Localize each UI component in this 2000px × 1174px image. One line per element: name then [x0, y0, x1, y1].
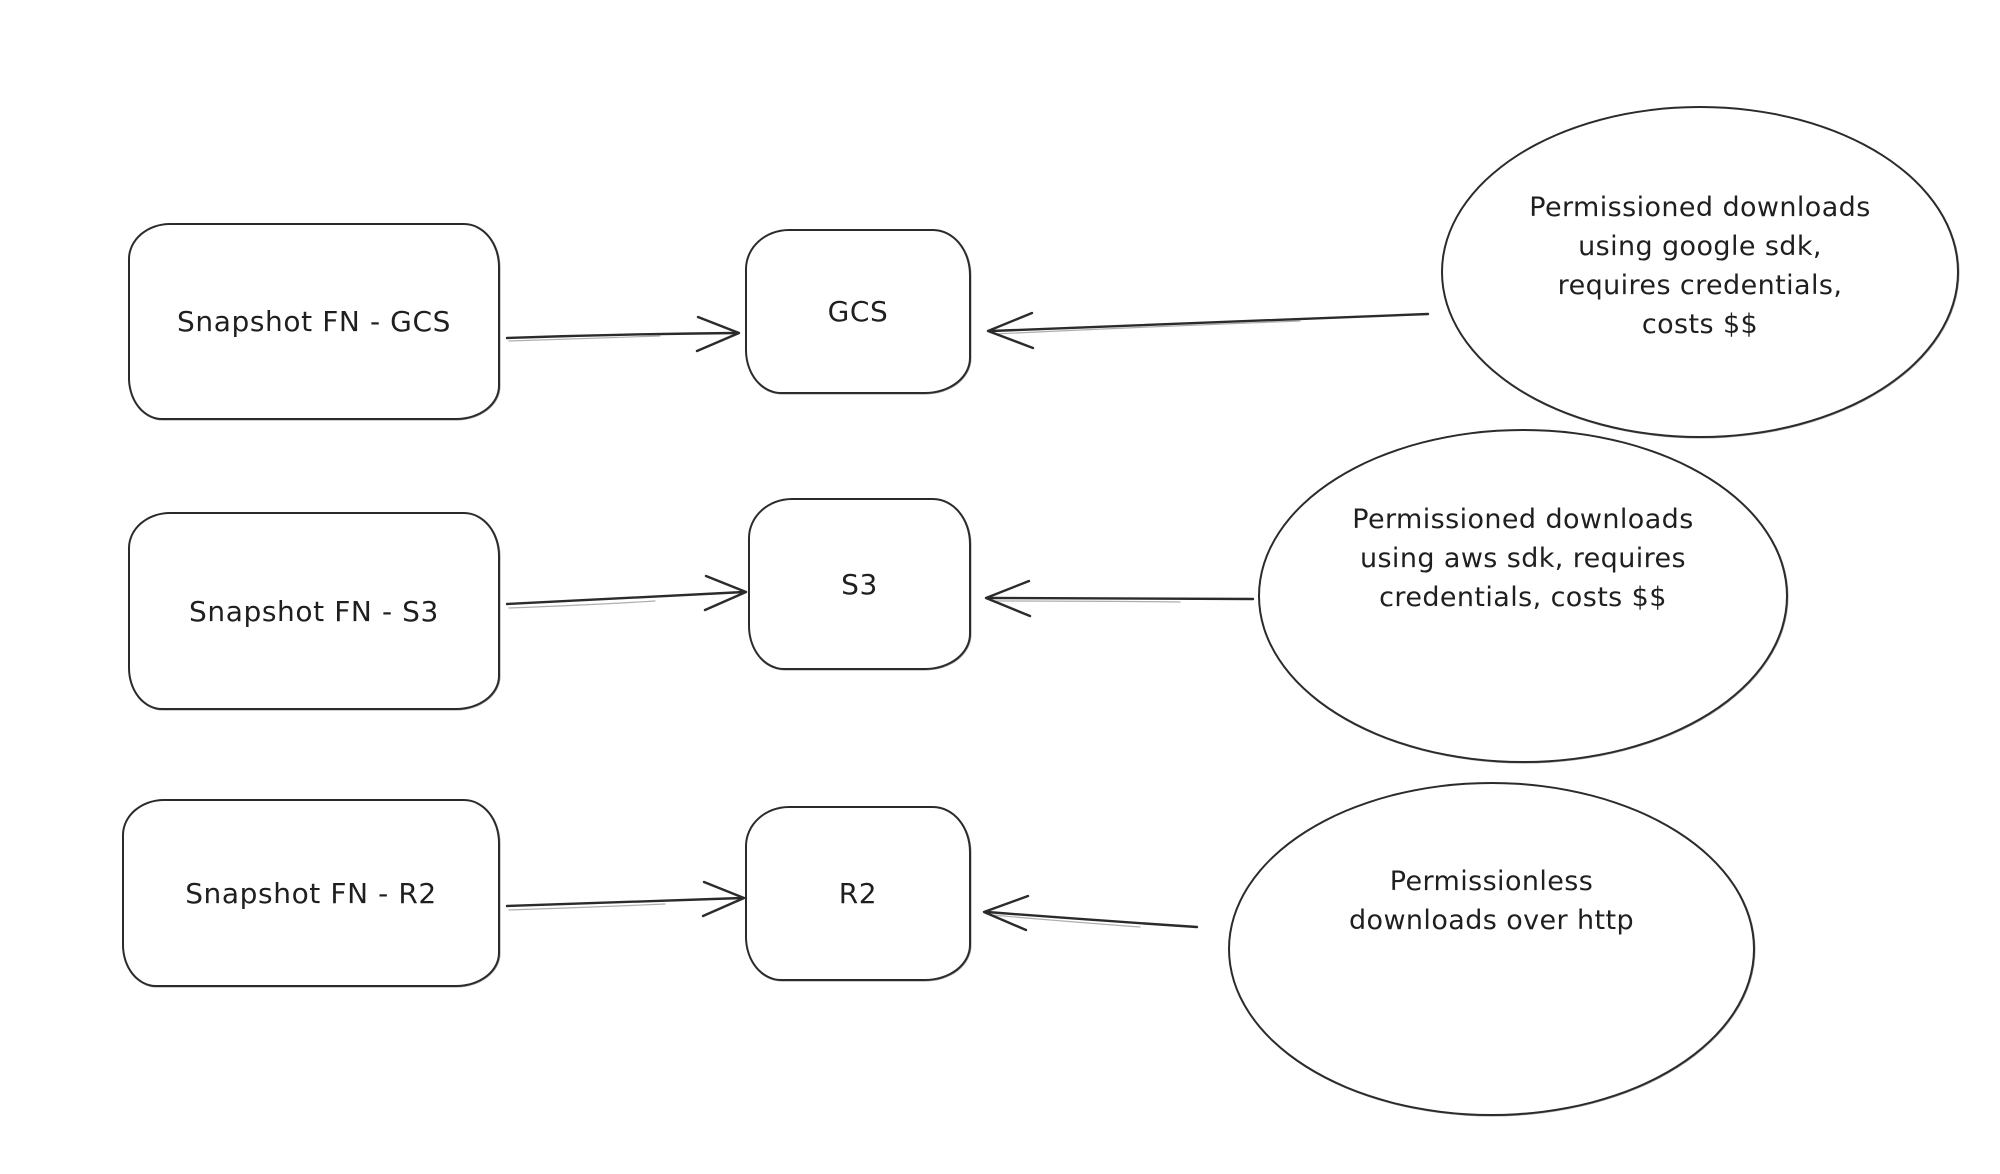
- note-line: using google sdk,: [1578, 231, 1822, 262]
- target-box-s3: S3: [748, 498, 971, 670]
- arrow-note-r2-to-r2: [982, 894, 1199, 932]
- target-box-r2: R2: [745, 806, 971, 981]
- source-box-r2-label: Snapshot FN - R2: [185, 876, 437, 910]
- arrow-snapshot-s3-to-s3: [505, 574, 748, 612]
- note-ellipse-s3: Permissioned downloads using aws sdk, re…: [1258, 429, 1788, 763]
- note-line: costs $$: [1641, 309, 1759, 340]
- note-line: Permissioned downloads: [1352, 503, 1694, 535]
- note-ellipse-s3-text: Permissioned downloads using aws sdk, re…: [1352, 500, 1693, 617]
- note-line: Permissionless: [1389, 866, 1594, 897]
- source-box-s3-label: Snapshot FN - S3: [189, 594, 439, 628]
- arrow-note-s3-to-s3: [984, 579, 1255, 618]
- arrow-snapshot-r2-to-r2: [505, 880, 746, 918]
- note-line: downloads over http: [1348, 905, 1635, 936]
- target-box-r2-label: R2: [838, 877, 878, 910]
- note-ellipse-r2-text: Permissionless downloads over http: [1349, 862, 1634, 940]
- target-box-s3-label: S3: [841, 567, 878, 601]
- note-line: using aws sdk, requires: [1359, 542, 1687, 574]
- note-ellipse-gcs-text: Permissioned downloads using google sdk,…: [1529, 188, 1870, 344]
- source-box-s3: Snapshot FN - S3: [128, 512, 500, 710]
- source-box-gcs-label: Snapshot FN - GCS: [177, 305, 451, 338]
- note-line: requires credentials,: [1557, 270, 1843, 301]
- source-box-r2: Snapshot FN - R2: [122, 799, 500, 987]
- note-ellipse-gcs: Permissioned downloads using google sdk,…: [1441, 106, 1959, 438]
- source-box-gcs: Snapshot FN - GCS: [128, 223, 500, 420]
- arrow-snapshot-gcs-to-gcs: [505, 315, 741, 353]
- arrow-note-gcs-to-gcs: [986, 311, 1430, 350]
- target-box-gcs: GCS: [745, 229, 971, 394]
- target-box-gcs-label: GCS: [827, 295, 889, 328]
- note-ellipse-r2: Permissionless downloads over http: [1228, 782, 1755, 1116]
- note-line: Permissioned downloads: [1529, 192, 1871, 223]
- note-line: credentials, costs $$: [1379, 581, 1667, 613]
